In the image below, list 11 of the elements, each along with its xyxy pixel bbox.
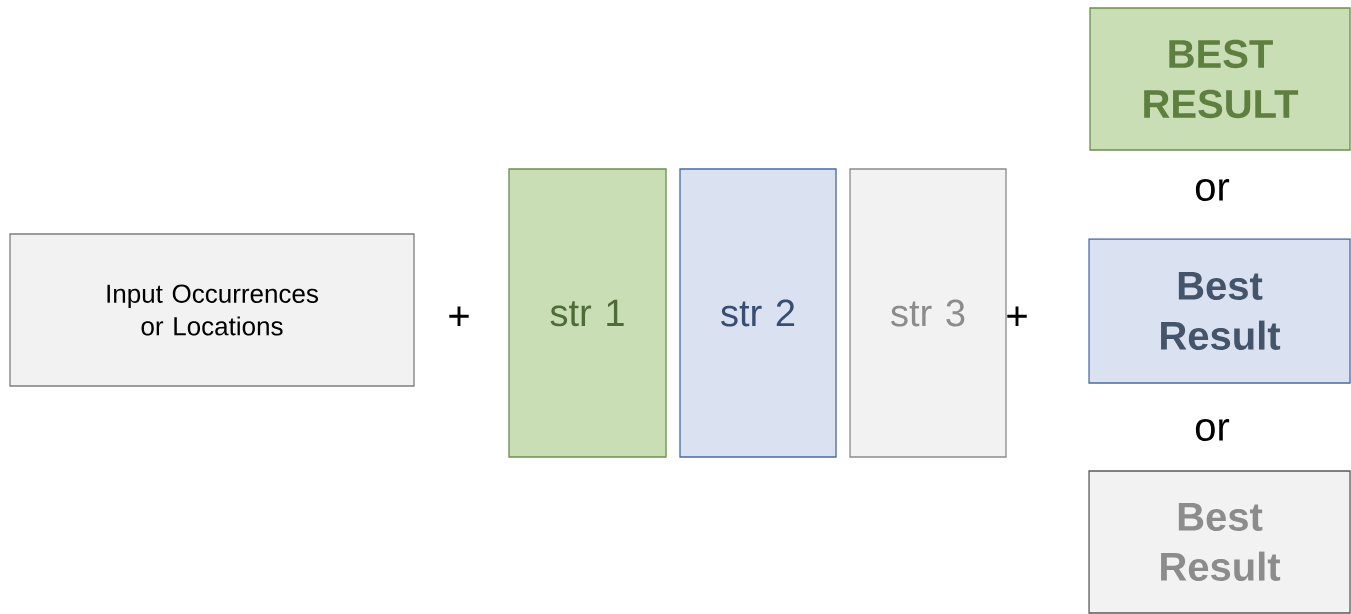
result-box: Best Result xyxy=(1088,238,1351,384)
string-box: str 3 xyxy=(849,168,1007,458)
or-text: or xyxy=(1195,419,1230,441)
result-box: Best Result xyxy=(1088,470,1351,614)
string-box: str 2 xyxy=(679,168,837,458)
string-box: str 1 xyxy=(508,168,667,458)
result-box: BEST RESULT xyxy=(1089,7,1351,151)
input-box: Input Occurrences or Locations xyxy=(9,233,415,387)
plus-sign: + xyxy=(449,306,469,327)
or-text: or xyxy=(1195,179,1230,201)
plus-sign: + xyxy=(1007,306,1027,327)
